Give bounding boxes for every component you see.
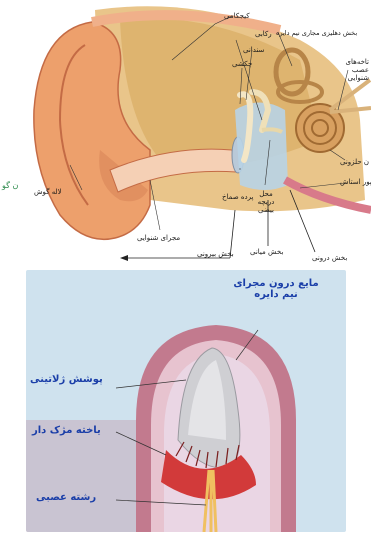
label-cochlea: ن حلزونی <box>340 158 369 166</box>
label-oval-window: محل دریچه بیضی <box>252 190 280 214</box>
label-fluid: مایع درون مجرای نیم دایره <box>226 278 326 300</box>
margin-text: ن گو <box>2 182 18 190</box>
label-middle: بخش میانی <box>250 248 283 256</box>
label-gelatin: پوشش ژلاتینی <box>30 374 103 385</box>
label-chakoshi: چکشی <box>232 60 252 68</box>
label-kechakhe: کیجکامی <box>224 12 250 20</box>
label-hair-cells: یاخته مژک دار <box>32 425 101 436</box>
label-eustachian: پور استاش <box>340 178 371 186</box>
ampulla-panel: مایع درون مجرای نیم دایره پوشش ژلاتینی ی… <box>26 270 346 532</box>
label-semicircular: بخش دهلیزی مجاری نیم دایره <box>276 29 357 37</box>
label-ear-canal: مجرای شنوایی <box>137 234 180 242</box>
label-nerve-fiber: رشته عصبی <box>36 492 96 503</box>
label-outer: بخش بیرونی <box>197 250 234 258</box>
label-eardrum: پرده صماخ <box>222 193 253 201</box>
middle-ear-cavity <box>235 103 288 191</box>
label-pinna: لاله گوش <box>34 188 62 196</box>
label-sendani: سندانی <box>243 46 264 54</box>
label-auditory-nerve: تاخه‌های عصب شنوایی <box>329 58 369 82</box>
label-inner: بخش درونی <box>312 254 347 262</box>
label-rekabi: رکابی <box>255 30 272 38</box>
